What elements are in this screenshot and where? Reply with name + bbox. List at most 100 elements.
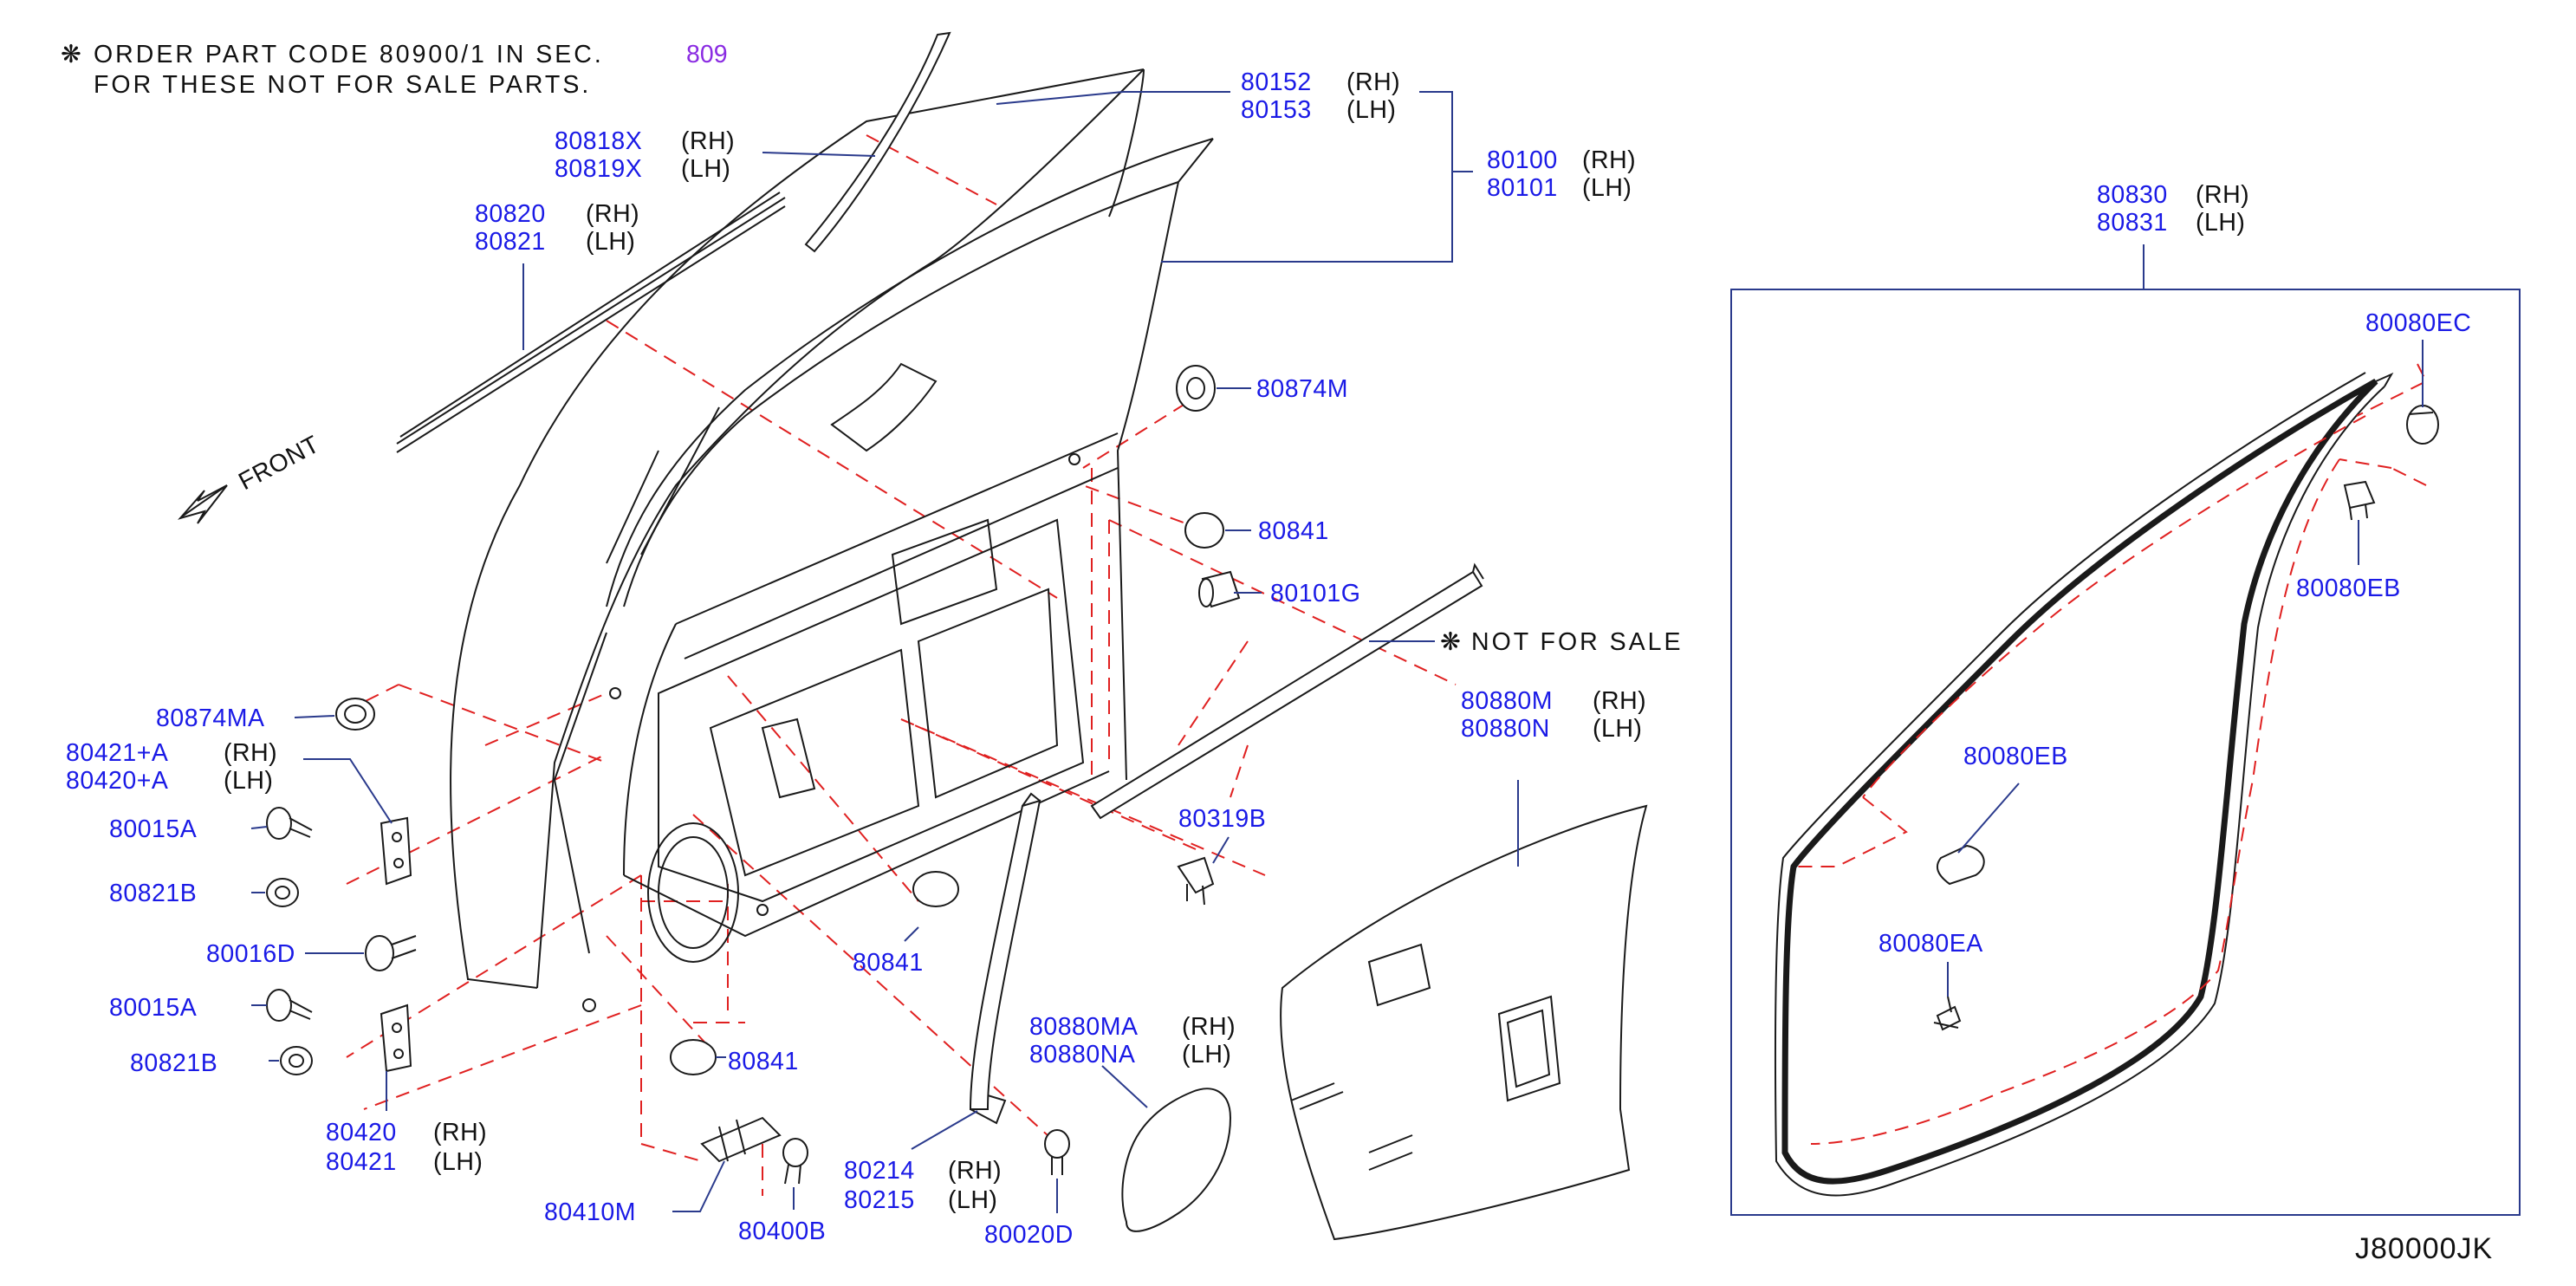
label-80880ma-side: (RH) bbox=[1182, 1013, 1236, 1041]
label-80080ec[interactable]: 80080EC bbox=[2365, 309, 2471, 337]
label-80820[interactable]: 80820 bbox=[475, 200, 546, 228]
inner-belt-molding[interactable] bbox=[1090, 562, 1484, 820]
bolt-80400b[interactable] bbox=[782, 1138, 808, 1185]
bolt-80020d[interactable] bbox=[1044, 1129, 1070, 1175]
label-80831-side: (LH) bbox=[2196, 209, 2245, 237]
label-80874ma[interactable]: 80874MA bbox=[156, 705, 265, 732]
label-80880m[interactable]: 80880M bbox=[1461, 687, 1553, 715]
label-80421[interactable]: 80421 bbox=[326, 1148, 397, 1176]
label-80880na-side: (LH) bbox=[1182, 1041, 1231, 1068]
label-80819x-side: (LH) bbox=[681, 155, 730, 183]
leader-lines bbox=[250, 91, 2424, 1213]
nut-80821b-2[interactable] bbox=[280, 1046, 313, 1075]
order-note-line2: FOR THESE NOT FOR SALE PARTS. bbox=[94, 71, 591, 99]
label-80841-c[interactable]: 80841 bbox=[728, 1048, 799, 1075]
label-80214-side: (RH) bbox=[948, 1157, 1002, 1185]
label-80841-a[interactable]: 80841 bbox=[1258, 517, 1329, 545]
label-80214[interactable]: 80214 bbox=[844, 1157, 915, 1185]
bolt-80016d[interactable] bbox=[365, 935, 417, 971]
label-80015a-2[interactable]: 80015A bbox=[109, 994, 197, 1022]
clip-80080ec[interactable] bbox=[2406, 405, 2439, 445]
label-80830[interactable]: 80830 bbox=[2097, 181, 2168, 209]
label-80880n-side: (LH) bbox=[1593, 715, 1642, 743]
label-80421-side: (LH) bbox=[433, 1148, 483, 1176]
label-80820-side: (RH) bbox=[586, 200, 639, 228]
label-80420a[interactable]: 80420+A bbox=[66, 767, 168, 795]
label-80319b[interactable]: 80319B bbox=[1178, 805, 1266, 833]
label-80101-side: (LH) bbox=[1582, 174, 1632, 202]
lower-hinge-80420[interactable] bbox=[380, 1003, 412, 1073]
body-weatherstrip-80830[interactable] bbox=[1774, 372, 2394, 1197]
label-80818x-side: (RH) bbox=[681, 127, 735, 155]
label-80880m-side: (RH) bbox=[1593, 687, 1646, 715]
check-link-80410m[interactable] bbox=[700, 1116, 782, 1163]
label-80821[interactable]: 80821 bbox=[475, 228, 546, 256]
label-80830-side: (RH) bbox=[2196, 181, 2249, 209]
grommet-80874ma[interactable] bbox=[335, 698, 375, 731]
clip-80080eb-1[interactable] bbox=[2343, 480, 2376, 521]
front-door-shell bbox=[450, 68, 1214, 1012]
label-80420[interactable]: 80420 bbox=[326, 1119, 397, 1146]
label-80153-side: (LH) bbox=[1346, 96, 1396, 124]
label-80080eb-2[interactable]: 80080EB bbox=[1963, 743, 2068, 770]
label-80215[interactable]: 80215 bbox=[844, 1186, 915, 1214]
not-for-sale-label: NOT FOR SALE bbox=[1471, 628, 1684, 656]
order-note-line1: ORDER PART CODE 80900/1 IN SEC. bbox=[94, 41, 604, 68]
label-80100-side: (RH) bbox=[1582, 146, 1636, 174]
label-80152-side: (RH) bbox=[1346, 68, 1400, 96]
label-80819x[interactable]: 80819X bbox=[555, 155, 642, 183]
plug-80841-a[interactable] bbox=[1184, 512, 1224, 549]
label-80015a-1[interactable]: 80015A bbox=[109, 815, 197, 843]
plug-80841-b[interactable] bbox=[912, 871, 959, 907]
diagram-code: J80000JK bbox=[2355, 1232, 2493, 1265]
sash-80214[interactable] bbox=[969, 792, 1041, 1125]
label-80400b[interactable]: 80400B bbox=[738, 1218, 826, 1245]
label-80421a[interactable]: 80421+A bbox=[66, 739, 168, 767]
label-80841-b[interactable]: 80841 bbox=[853, 949, 924, 977]
label-80420-side: (RH) bbox=[433, 1119, 487, 1146]
label-80101[interactable]: 80101 bbox=[1487, 174, 1558, 202]
label-80818x[interactable]: 80818X bbox=[555, 127, 642, 155]
label-80101g[interactable]: 80101G bbox=[1270, 580, 1360, 607]
weatherstrip-kit-frame bbox=[1730, 289, 2521, 1216]
label-80880n[interactable]: 80880N bbox=[1461, 715, 1550, 743]
label-80080ea[interactable]: 80080EA bbox=[1878, 930, 1983, 958]
front-arrow-icon bbox=[178, 484, 228, 524]
label-80880na[interactable]: 80880NA bbox=[1029, 1041, 1135, 1068]
label-80420a-side: (LH) bbox=[224, 767, 273, 795]
label-80080eb-1[interactable]: 80080EB bbox=[2296, 575, 2401, 602]
plug-80841-c[interactable] bbox=[670, 1039, 717, 1075]
label-80831[interactable]: 80831 bbox=[2097, 209, 2168, 237]
label-80410m[interactable]: 80410M bbox=[544, 1198, 636, 1226]
label-80020d[interactable]: 80020D bbox=[984, 1221, 1074, 1249]
grommet-80874m[interactable] bbox=[1176, 365, 1216, 412]
label-80874m[interactable]: 80874M bbox=[1256, 375, 1348, 403]
bumper-80101g[interactable] bbox=[1198, 570, 1241, 608]
label-80152[interactable]: 80152 bbox=[1241, 68, 1312, 96]
clip-80080ea[interactable] bbox=[1933, 996, 1962, 1031]
label-80821b-2[interactable]: 80821B bbox=[130, 1049, 217, 1077]
sash-trim-80818x[interactable] bbox=[804, 31, 951, 253]
label-80880ma[interactable]: 80880MA bbox=[1029, 1013, 1139, 1041]
screen-80880ma[interactable] bbox=[1121, 1088, 1232, 1232]
clip-80080eb-2[interactable] bbox=[1936, 844, 1985, 886]
clip-80319b[interactable] bbox=[1177, 856, 1215, 906]
section-ref-link[interactable]: 809 bbox=[686, 41, 728, 68]
label-80821b-1[interactable]: 80821B bbox=[109, 880, 197, 907]
bolt-80015a-2[interactable] bbox=[266, 989, 313, 1022]
front-label: FRONT bbox=[234, 431, 324, 497]
label-80215-side: (LH) bbox=[948, 1186, 997, 1214]
trim-clip-outline bbox=[1794, 363, 2428, 1145]
bolt-80015a-1[interactable] bbox=[266, 807, 313, 840]
label-80100[interactable]: 80100 bbox=[1487, 146, 1558, 174]
trim-panel-80880m[interactable] bbox=[1280, 804, 1648, 1241]
note-symbol: ❋ bbox=[61, 41, 81, 68]
label-80153[interactable]: 80153 bbox=[1241, 96, 1312, 124]
not-for-sale-symbol: ❋ bbox=[1440, 628, 1461, 656]
label-80016d[interactable]: 80016D bbox=[206, 940, 295, 968]
upper-hinge-80421a[interactable] bbox=[380, 816, 412, 886]
nut-80821b-1[interactable] bbox=[266, 878, 299, 907]
weatherstrip-80820[interactable] bbox=[396, 192, 786, 453]
